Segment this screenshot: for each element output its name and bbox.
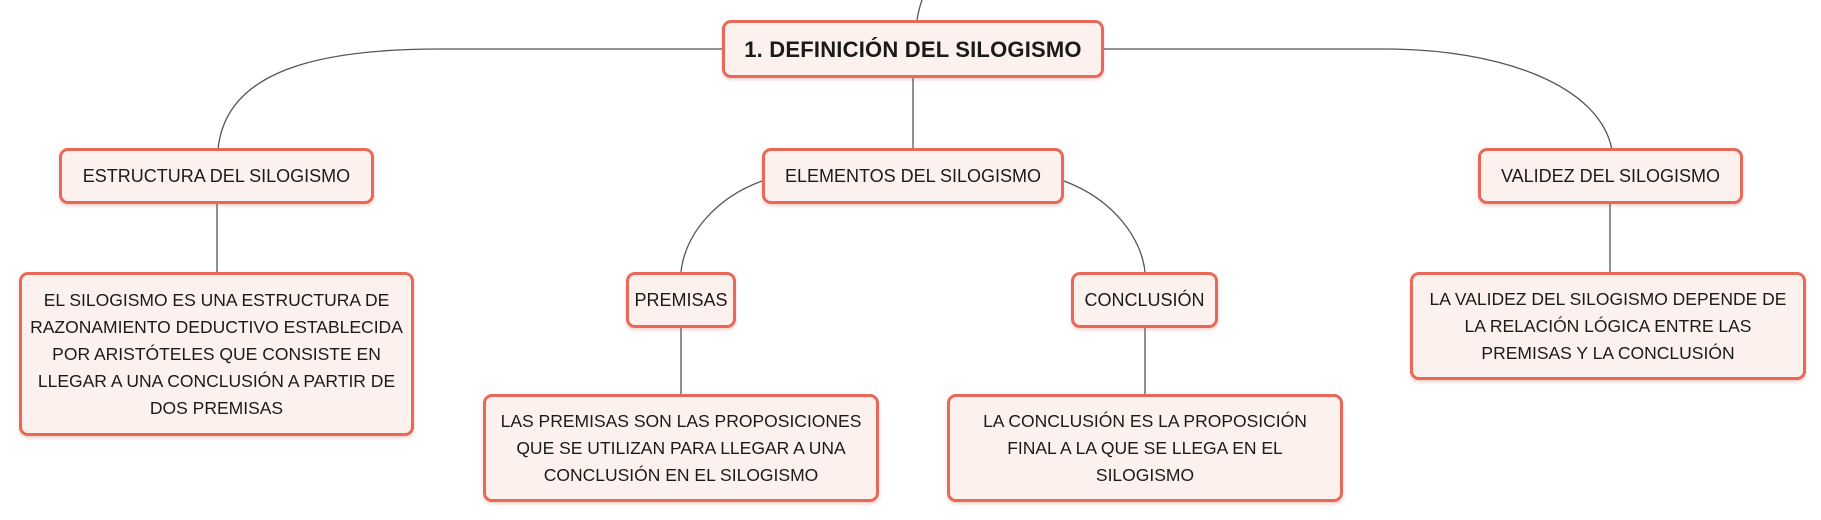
node-premisas-detail-text: LAS PREMISAS SON LAS PROPOSICIONES QUE S… (500, 410, 862, 485)
connector-elementos-premisas (680, 180, 763, 273)
node-estructura-label: ESTRUCTURA DEL SILOGISMO (82, 165, 351, 186)
connector-root-validez (1104, 48, 1613, 151)
node-conclusion[interactable]: CONCLUSIÓN (1071, 272, 1218, 328)
node-premisas-label: PREMISAS (634, 289, 728, 310)
root-node[interactable]: 1. DEFINICIÓN DEL SILOGISMO (722, 20, 1104, 78)
node-estructura[interactable]: ESTRUCTURA DEL SILOGISMO (59, 148, 374, 204)
node-conclusion-label: CONCLUSIÓN (1084, 289, 1205, 310)
node-premisas-detail[interactable]: LAS PREMISAS SON LAS PROPOSICIONES QUE S… (483, 394, 879, 502)
node-validez-label: VALIDEZ DEL SILOGISMO (1500, 165, 1721, 186)
root-title: 1. DEFINICIÓN DEL SILOGISMO (744, 36, 1082, 62)
connector-elementos-conclusion (1063, 180, 1146, 273)
node-premisas[interactable]: PREMISAS (626, 272, 736, 328)
node-validez-detail-text: LA VALIDEZ DEL SILOGISMO DEPENDE DE LA R… (1429, 288, 1787, 363)
node-validez-detail[interactable]: LA VALIDEZ DEL SILOGISMO DEPENDE DE LA R… (1410, 272, 1806, 380)
connector-root-estructura (217, 48, 722, 151)
node-conclusion-detail-text: LA CONCLUSIÓN ES LA PROPOSICIÓN FINAL A … (983, 410, 1307, 485)
node-estructura-detail-text: EL SILOGISMO ES UNA ESTRUCTURA DE RAZONA… (30, 289, 403, 418)
node-elementos[interactable]: ELEMENTOS DEL SILOGISMO (762, 148, 1064, 204)
node-conclusion-detail[interactable]: LA CONCLUSIÓN ES LA PROPOSICIÓN FINAL A … (947, 394, 1343, 502)
node-estructura-detail[interactable]: EL SILOGISMO ES UNA ESTRUCTURA DE RAZONA… (19, 272, 414, 436)
node-validez[interactable]: VALIDEZ DEL SILOGISMO (1478, 148, 1743, 204)
node-elementos-label: ELEMENTOS DEL SILOGISMO (784, 165, 1042, 186)
connector-parent-root (916, 0, 923, 21)
